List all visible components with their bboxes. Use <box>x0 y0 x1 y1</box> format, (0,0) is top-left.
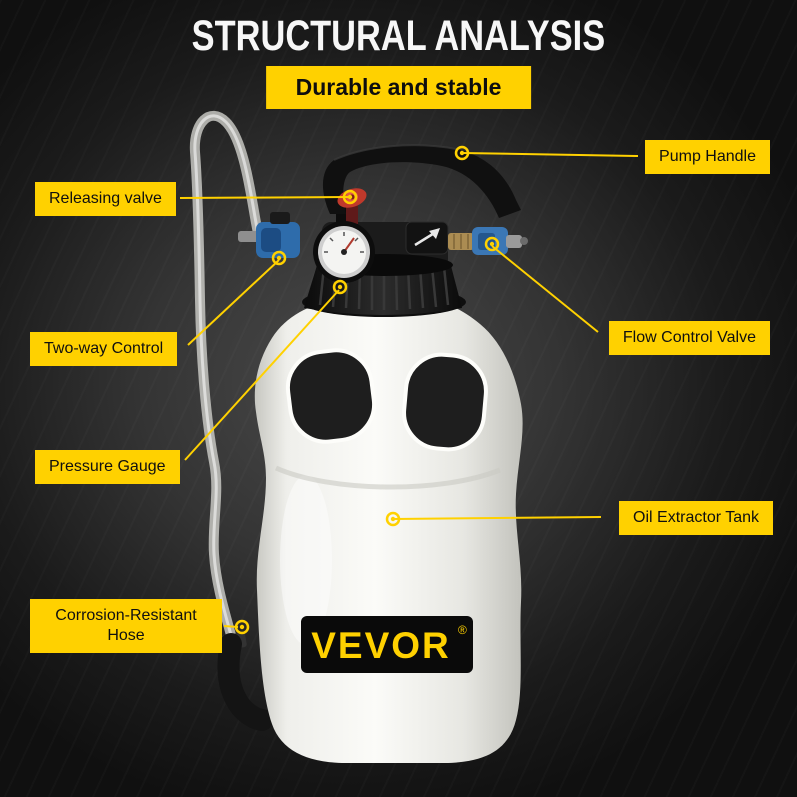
page-title: STRUCTURAL ANALYSIS <box>0 12 797 61</box>
callout-label-two-way-control: Two-way Control <box>30 332 178 366</box>
vevor-logo: VEVOR ® <box>301 616 473 673</box>
leader-dot-corrosion-resistant-hose <box>234 619 250 635</box>
flow-control-valve-part <box>448 227 528 255</box>
vevor-logo-reg: ® <box>458 623 467 637</box>
callout-label-pressure-gauge: Pressure Gauge <box>35 450 180 484</box>
leader-dot-corrosion-resistant-hose-center <box>239 624 245 630</box>
leader-dot-two-way-control-center <box>276 255 282 261</box>
pressure-gauge-part <box>313 221 375 283</box>
leader-line-oil-extractor-tank <box>392 516 602 520</box>
vevor-logo-text: VEVOR <box>311 625 451 666</box>
callout-label-corrosion-resistant-hose: Corrosion-Resistant Hose <box>30 599 222 653</box>
leader-dot-two-way-control <box>271 250 287 266</box>
right-handle-cutout <box>402 352 488 452</box>
leader-line-flow-control-valve <box>491 245 599 333</box>
leader-dot-flow-control-valve <box>484 236 500 252</box>
leader-dot-pressure-gauge <box>332 279 348 295</box>
tank-highlight <box>280 475 332 645</box>
leader-dot-pump-handle <box>454 145 470 161</box>
leader-dot-flow-control-valve-center <box>489 241 495 247</box>
leader-dot-pressure-gauge-center <box>337 284 343 290</box>
two-way-control-part <box>238 212 300 258</box>
drain-nozzle <box>217 632 273 731</box>
left-handle-cutout <box>285 348 377 444</box>
leader-line-pressure-gauge <box>184 289 340 461</box>
leader-line-releasing-valve <box>179 196 351 199</box>
corrosion-resistant-hose-part <box>189 110 263 651</box>
leader-dot-releasing-valve <box>342 189 358 205</box>
leader-dot-oil-extractor-tank <box>385 511 401 527</box>
leader-line-pump-handle <box>461 152 639 157</box>
subtitle-badge: Durable and stable <box>265 66 532 109</box>
page-title-text: STRUCTURAL ANALYSIS <box>191 12 606 60</box>
tank-crease <box>274 465 501 490</box>
leader-line-two-way-control <box>187 259 280 346</box>
callout-label-oil-extractor-tank: Oil Extractor Tank <box>619 501 773 535</box>
leader-dot-releasing-valve-center <box>347 194 353 200</box>
callout-label-flow-control-valve: Flow Control Valve <box>608 321 770 355</box>
leader-dot-oil-extractor-tank-center <box>390 516 396 522</box>
leader-dot-pump-handle-center <box>459 150 465 156</box>
callout-label-pump-handle: Pump Handle <box>645 140 770 174</box>
callout-label-releasing-valve: Releasing valve <box>35 182 176 216</box>
gauge-ticks <box>324 232 364 253</box>
